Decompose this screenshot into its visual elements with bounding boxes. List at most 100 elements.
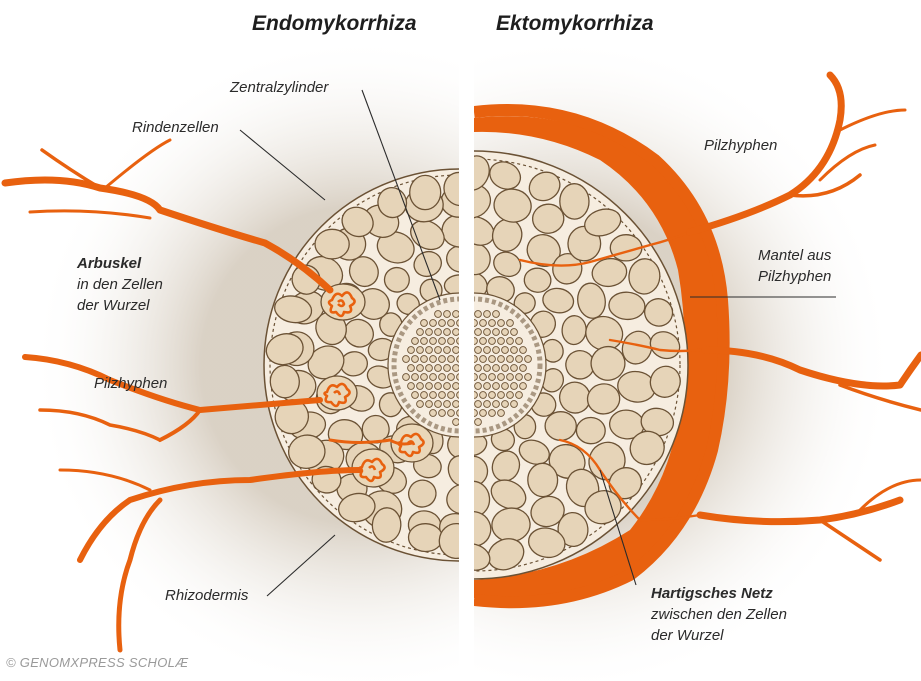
- cortex-cell: [409, 175, 441, 210]
- vascular-cell: [498, 320, 505, 327]
- vascular-cell: [493, 383, 500, 390]
- vascular-cell: [516, 356, 523, 363]
- vascular-cell: [520, 365, 527, 372]
- vascular-cell: [444, 347, 451, 354]
- vascular-cell: [507, 338, 514, 345]
- vascular-cell: [435, 365, 442, 372]
- vascular-cell: [507, 356, 514, 363]
- vascular-cell: [453, 347, 460, 354]
- vascular-cell: [475, 419, 482, 426]
- vascular-cell: [525, 374, 532, 381]
- vascular-cell: [417, 401, 424, 408]
- vascular-cell: [475, 311, 482, 318]
- label-hartig-title: Hartigsches Netz: [651, 585, 773, 602]
- vascular-cell: [448, 374, 455, 381]
- vascular-cell: [444, 311, 451, 318]
- vascular-cell: [448, 338, 455, 345]
- copyright-notice: © GENOMXPRESS SCHOLÆ: [6, 655, 188, 670]
- vascular-cell: [511, 329, 518, 336]
- label-hartigsches-netz: Hartigsches Netz zwischen den Zellen der…: [651, 583, 787, 646]
- vascular-cell: [484, 329, 491, 336]
- vascular-cell: [502, 365, 509, 372]
- cortex-cell: [408, 523, 443, 552]
- vascular-cell: [435, 347, 442, 354]
- vascular-cell: [498, 374, 505, 381]
- label-rindenzellen: Rindenzellen: [132, 117, 219, 138]
- vascular-cell: [430, 338, 437, 345]
- vascular-cell: [408, 365, 415, 372]
- label-arbuskel-title: Arbuskel: [77, 255, 141, 272]
- label-arbuskel-line2: der Wurzel: [77, 297, 150, 314]
- vascular-cell: [444, 365, 451, 372]
- vascular-cell: [426, 347, 433, 354]
- vascular-cell: [502, 329, 509, 336]
- vascular-cell: [507, 374, 514, 381]
- vascular-cell: [502, 347, 509, 354]
- vascular-cell: [516, 374, 523, 381]
- vascular-cell: [493, 401, 500, 408]
- heading-endomykorrhiza: Endomykorrhiza: [252, 12, 417, 36]
- vascular-cell: [448, 356, 455, 363]
- vascular-cell: [507, 320, 514, 327]
- vascular-cell: [421, 392, 428, 399]
- vascular-cell: [417, 347, 424, 354]
- vascular-cell: [502, 401, 509, 408]
- vascular-cell: [511, 347, 518, 354]
- vascular-cell: [489, 320, 496, 327]
- vascular-cell: [489, 374, 496, 381]
- vascular-cell: [511, 383, 518, 390]
- label-pilzhyphen-right: Pilzhyphen: [704, 135, 777, 156]
- vascular-cell: [475, 365, 482, 372]
- vascular-cell: [403, 374, 410, 381]
- cortex-cell: [576, 417, 606, 444]
- vascular-cell: [516, 338, 523, 345]
- vascular-cell: [475, 383, 482, 390]
- vascular-cell: [439, 338, 446, 345]
- vascular-cell: [421, 356, 428, 363]
- vascular-cell: [493, 311, 500, 318]
- vascular-cell: [448, 392, 455, 399]
- vascular-cell: [480, 356, 487, 363]
- vascular-cell: [475, 347, 482, 354]
- label-hartig-line2: der Wurzel: [651, 627, 724, 644]
- vascular-cell: [507, 392, 514, 399]
- vascular-cell: [435, 311, 442, 318]
- vascular-cell: [439, 392, 446, 399]
- vascular-cell: [453, 311, 460, 318]
- vascular-cell: [448, 320, 455, 327]
- vascular-cell: [511, 365, 518, 372]
- vascular-cell: [417, 365, 424, 372]
- vascular-cell: [430, 374, 437, 381]
- vascular-cell: [498, 356, 505, 363]
- vascular-cell: [408, 347, 415, 354]
- vascular-cell: [498, 410, 505, 417]
- vascular-cell: [444, 329, 451, 336]
- vascular-cell: [484, 383, 491, 390]
- vascular-cell: [475, 329, 482, 336]
- vascular-cell: [489, 410, 496, 417]
- vascular-cell: [439, 356, 446, 363]
- vascular-cell: [426, 329, 433, 336]
- vascular-cell: [498, 338, 505, 345]
- vascular-cell: [430, 356, 437, 363]
- vascular-cell: [421, 338, 428, 345]
- center-divider: [459, 0, 474, 681]
- label-arbuskel: Arbuskel in den Zellen der Wurzel: [77, 253, 163, 316]
- label-mantel: Mantel aus Pilzhyphen: [758, 245, 831, 287]
- vascular-cell: [448, 410, 455, 417]
- vascular-cell: [421, 320, 428, 327]
- vascular-cell: [435, 401, 442, 408]
- vascular-cell: [430, 410, 437, 417]
- vascular-cell: [444, 401, 451, 408]
- vascular-cell: [475, 401, 482, 408]
- vascular-cell: [480, 410, 487, 417]
- vascular-cell: [403, 356, 410, 363]
- vascular-cell: [498, 392, 505, 399]
- vascular-cell: [484, 347, 491, 354]
- label-pilzhyphen-left: Pilzhyphen: [94, 373, 167, 394]
- label-arbuskel-line1: in den Zellen: [77, 276, 163, 293]
- vascular-cell: [484, 401, 491, 408]
- vascular-cell: [480, 374, 487, 381]
- vascular-cell: [520, 347, 527, 354]
